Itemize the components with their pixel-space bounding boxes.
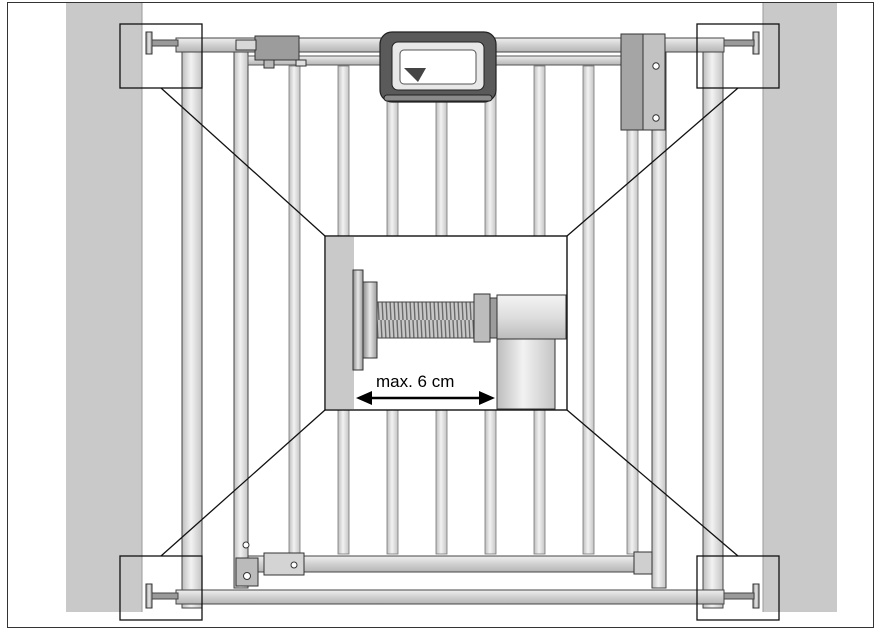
detail-callout-boxes (119, 23, 780, 621)
left-wall (66, 3, 142, 612)
bottom-latch (235, 541, 653, 587)
threaded-spindle-icon (376, 301, 478, 339)
double-headed-arrow-icon (356, 391, 495, 405)
hinge-block (620, 33, 666, 131)
zoom-detail-panel: max. 6 cm (324, 235, 568, 411)
door-bottom-rail (247, 555, 653, 573)
measurement-label: max. 6 cm (376, 372, 454, 391)
callout-leader-lines (160, 87, 739, 557)
spindle-pads (145, 31, 760, 609)
gate-handle (379, 31, 497, 103)
right-wall (763, 3, 837, 612)
top-lock (235, 35, 307, 69)
